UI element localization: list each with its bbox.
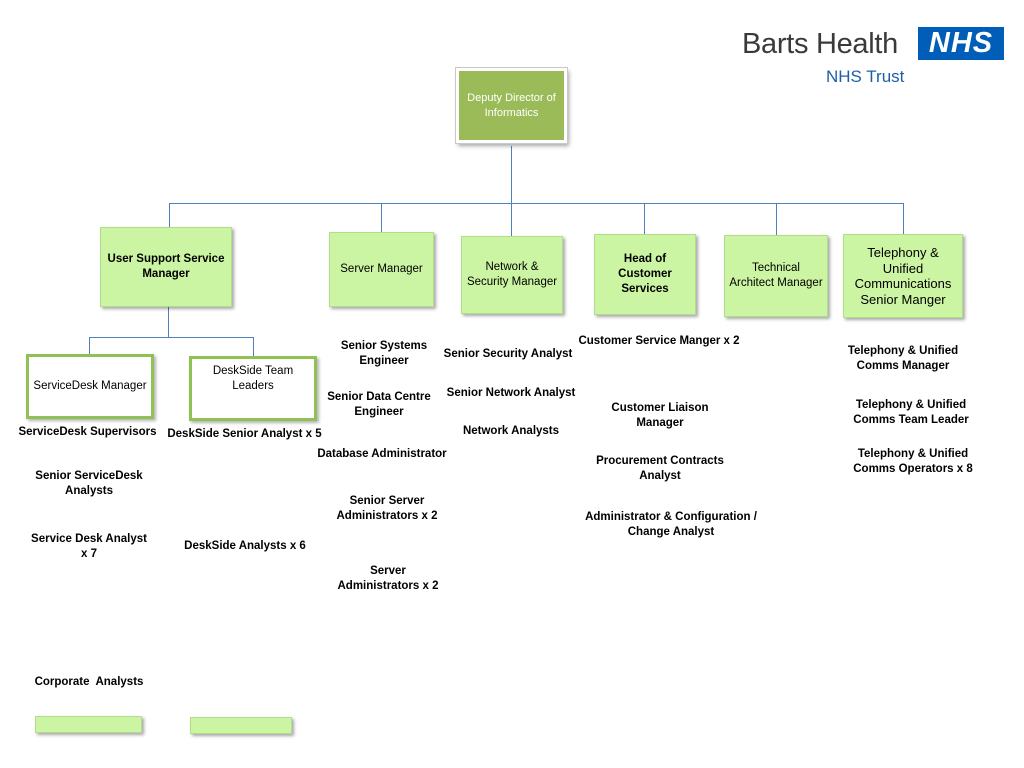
deskside-team-leaders-label: DeskSide Team Leaders — [212, 365, 294, 392]
server-manager-label: Server Manager — [340, 263, 423, 275]
procurement-contracts-analyst: Procurement Contracts Analyst — [596, 455, 724, 482]
network-analysts: Network Analysts — [462, 425, 560, 437]
telephony-comms-manager: Telephony & Unified Comms Manager — [847, 345, 959, 372]
senior-systems-engineer: Senior Systems Engineer — [340, 340, 428, 367]
deputy-director-label: Deputy Director of Informatics — [467, 91, 556, 119]
logo-org-name: Barts Health — [742, 28, 898, 60]
head-customer-services-label: Head of Customer Services — [618, 253, 672, 295]
empty-box-servicedesk — [35, 716, 142, 733]
senior-servicedesk-analysts: Senior ServiceDesk Analysts — [35, 470, 143, 497]
network-security-manager-box: Network & Security Manager — [461, 236, 563, 314]
deputy-director-box: Deputy Director of Informatics — [455, 67, 568, 144]
database-administrator: Database Administrator — [317, 448, 447, 460]
senior-server-administrators: Senior Server Administrators x 2 — [336, 495, 438, 522]
senior-security-analyst: Senior Security Analyst — [443, 348, 573, 360]
service-desk-analyst: Service Desk Analyst x 7 — [31, 533, 147, 560]
nhs-logo-badge: NHS — [918, 27, 1004, 60]
telephony-senior-manager-label: Telephony & Unified Communications Senio… — [854, 245, 952, 307]
server-manager-box: Server Manager — [329, 232, 434, 307]
network-security-manager-label: Network & Security Manager — [466, 261, 558, 288]
administrator-configuration-change-analyst: Administrator & Configuration / Change A… — [585, 511, 757, 538]
senior-network-analyst: Senior Network Analyst — [446, 387, 576, 399]
telephony-senior-manager-box: Telephony & Unified Communications Senio… — [843, 234, 963, 318]
deskside-senior-analyst: DeskSide Senior Analyst x 5 — [167, 428, 322, 440]
servicedesk-manager-box: ServiceDesk Manager — [26, 354, 154, 419]
logo-trust: NHS Trust — [826, 67, 905, 86]
customer-service-manger: Customer Service Manger x 2 — [578, 335, 740, 347]
user-support-manager-label: User Support Service Manager — [107, 253, 225, 280]
technical-architect-manager-box: Technical Architect Manager — [724, 235, 828, 317]
deskside-team-leaders-box: DeskSide Team Leaders — [189, 356, 317, 421]
nhs-logo-text: NHS — [928, 27, 994, 59]
deskside-analysts: DeskSide Analysts x 6 — [184, 540, 306, 552]
customer-liaison-manager: Customer Liaison Manager — [611, 402, 709, 429]
servicedesk-manager-label: ServiceDesk Manager — [33, 380, 147, 392]
senior-data-centre-engineer: Senior Data Centre Engineer — [327, 391, 431, 418]
user-support-manager-box: User Support Service Manager — [100, 227, 232, 307]
technical-architect-manager-label: Technical Architect Manager — [729, 262, 823, 289]
telephony-comms-operators: Telephony & Unified Comms Operators x 8 — [853, 448, 973, 475]
server-administrators: Server Administrators x 2 — [337, 565, 439, 592]
head-customer-services-box: Head of Customer Services — [594, 234, 696, 315]
servicedesk-supervisors: ServiceDesk Supervisors — [18, 426, 157, 438]
telephony-comms-team-leader: Telephony & Unified Comms Team Leader — [853, 399, 969, 426]
empty-box-deskside — [190, 717, 292, 734]
corporate-analysts: Corporate Analysts — [34, 676, 144, 688]
